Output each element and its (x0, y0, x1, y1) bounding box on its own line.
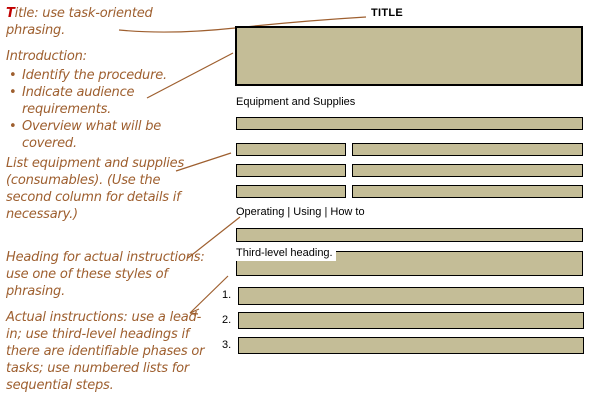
note-introduction-heading: Introduction: (6, 49, 87, 64)
step-number: 2. (222, 314, 232, 326)
note-heading-style: Heading for actual instructions: use one… (6, 250, 205, 299)
step-number: 1. (222, 289, 232, 301)
step-bar (238, 337, 584, 354)
step-number: 3. (222, 339, 232, 351)
note-title: Title: use task-oriented phrasing. (6, 5, 181, 39)
equipment-intro-bar (236, 117, 583, 130)
title-placeholder-label: TITLE (371, 7, 404, 19)
note-introduction-bullets: Identify the procedure. Indicate audienc… (6, 67, 191, 152)
step-bar (238, 287, 584, 305)
bullet-item: Indicate audience requirements. (9, 84, 182, 118)
third-level-section-bar (236, 251, 583, 276)
equipment-item-bar (236, 185, 346, 198)
third-level-heading-label: Third-level heading. (234, 245, 336, 261)
equipment-detail-bar (352, 164, 583, 177)
equipment-item-bar (236, 143, 346, 156)
equipment-detail-bar (352, 143, 583, 156)
equipment-heading: Equipment and Supplies (236, 96, 356, 108)
note-title-text: itle: use task-oriented phrasing. (6, 6, 153, 38)
note-actual-instructions: Actual instructions: use a lead-in; use … (6, 310, 205, 393)
bullet-item: Overview what will be covered. (9, 118, 182, 152)
equipment-item-bar (236, 164, 346, 177)
bullet-item: Identify the procedure. (9, 67, 182, 84)
note-equipment: List equipment and supplies (consumables… (6, 156, 185, 222)
equipment-detail-bar (352, 185, 583, 198)
operating-heading: Operating | Using | How to (236, 206, 365, 218)
note-title-lead-letter: T (6, 6, 15, 21)
title-content-block (235, 26, 583, 86)
step-bar (238, 312, 584, 329)
instructions-leadin-bar (236, 228, 583, 242)
note-introduction: Introduction: Identify the procedure. In… (6, 48, 191, 152)
